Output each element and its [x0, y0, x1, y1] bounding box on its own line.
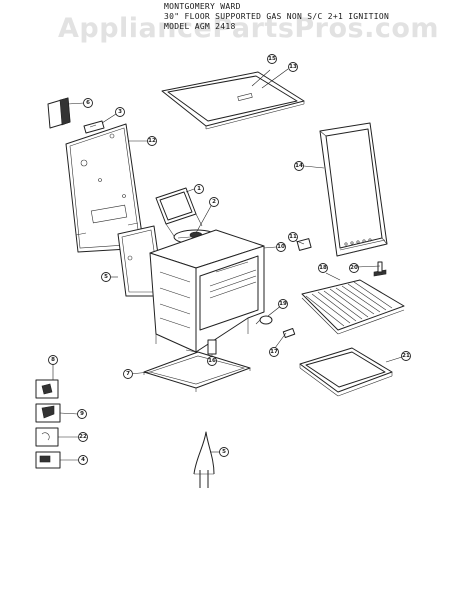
svg-text:8: 8 — [51, 357, 55, 363]
svg-text:6: 6 — [86, 100, 90, 106]
valve-cover[interactable] — [35, 451, 61, 469]
callout-4: 4 — [78, 455, 88, 465]
callout-6: 6 — [83, 98, 93, 108]
oven-top-panel[interactable] — [161, 71, 305, 130]
door-hinge[interactable] — [296, 238, 312, 251]
callout-5: 5 — [101, 272, 111, 282]
svg-text:13: 13 — [289, 64, 297, 70]
callout-5-lower: 5 — [219, 447, 229, 457]
svg-text:12: 12 — [148, 138, 156, 144]
callout-10: 10 — [276, 242, 286, 252]
callout-3: 3 — [115, 107, 125, 117]
svg-text:5: 5 — [222, 449, 226, 455]
pilot-assembly[interactable] — [35, 379, 59, 399]
svg-text:22: 22 — [79, 434, 87, 440]
svg-text:21: 21 — [402, 353, 410, 359]
svg-text:19: 19 — [279, 301, 287, 307]
diagram-title-line2: 30" FLOOR SUPPORTED GAS NON S/C 2+1 IGNI… — [164, 12, 390, 21]
callout-17: 17 — [269, 347, 279, 357]
oven-body[interactable] — [149, 229, 265, 368]
callout-13: 13 — [288, 62, 298, 72]
bracket-part[interactable] — [47, 97, 71, 129]
svg-text:9: 9 — [80, 411, 84, 417]
callout-18: 18 — [318, 263, 328, 273]
svg-text:10: 10 — [277, 244, 285, 250]
watermark: AppliancePartsPros.com — [58, 13, 440, 44]
callout-20: 20 — [349, 263, 359, 273]
svg-text:11: 11 — [289, 234, 297, 240]
callout-16: 16 — [207, 356, 217, 366]
callout-9: 9 — [77, 409, 87, 419]
svg-text:16: 16 — [208, 358, 216, 364]
ignitor-bracket[interactable] — [35, 403, 61, 423]
diagram-title-line3: MODEL AGM 2418 — [164, 22, 236, 31]
svg-text:18: 18 — [319, 265, 327, 271]
callout-2: 2 — [209, 197, 219, 207]
svg-text:20: 20 — [350, 265, 358, 271]
diagram-title-line1: MONTGOMERY WARD — [164, 2, 241, 11]
callout-19: 19 — [278, 299, 288, 309]
callout-14: 14 — [294, 161, 304, 171]
svg-text:7: 7 — [126, 371, 130, 377]
svg-text:3: 3 — [118, 109, 122, 115]
svg-text:15: 15 — [268, 56, 276, 62]
broiler-pan[interactable] — [299, 347, 393, 397]
callout-1: 1 — [194, 184, 204, 194]
svg-text:14: 14 — [295, 163, 303, 169]
spark-module[interactable] — [35, 427, 59, 447]
svg-text:2: 2 — [212, 199, 216, 205]
insulation-strip[interactable] — [83, 120, 105, 134]
oven-rack[interactable] — [301, 279, 405, 335]
callout-7: 7 — [123, 369, 133, 379]
svg-text:1: 1 — [197, 186, 201, 192]
callout-8: 8 — [48, 355, 58, 365]
bottom-panel[interactable] — [143, 351, 251, 392]
callout-21: 21 — [401, 351, 411, 361]
igniter[interactable] — [255, 315, 273, 325]
oven-door[interactable] — [319, 122, 388, 257]
thermostat-bulb[interactable] — [193, 431, 215, 488]
svg-text:17: 17 — [270, 349, 278, 355]
callout-11: 11 — [288, 232, 298, 242]
svg-text:4: 4 — [81, 457, 85, 463]
callout-15: 15 — [267, 54, 277, 64]
callout-12: 12 — [147, 136, 157, 146]
burner-orifice[interactable] — [282, 327, 296, 339]
burner-box[interactable] — [155, 187, 203, 237]
svg-text:5: 5 — [104, 274, 108, 280]
leveling-leg[interactable] — [373, 261, 387, 277]
callout-22: 22 — [78, 432, 88, 442]
